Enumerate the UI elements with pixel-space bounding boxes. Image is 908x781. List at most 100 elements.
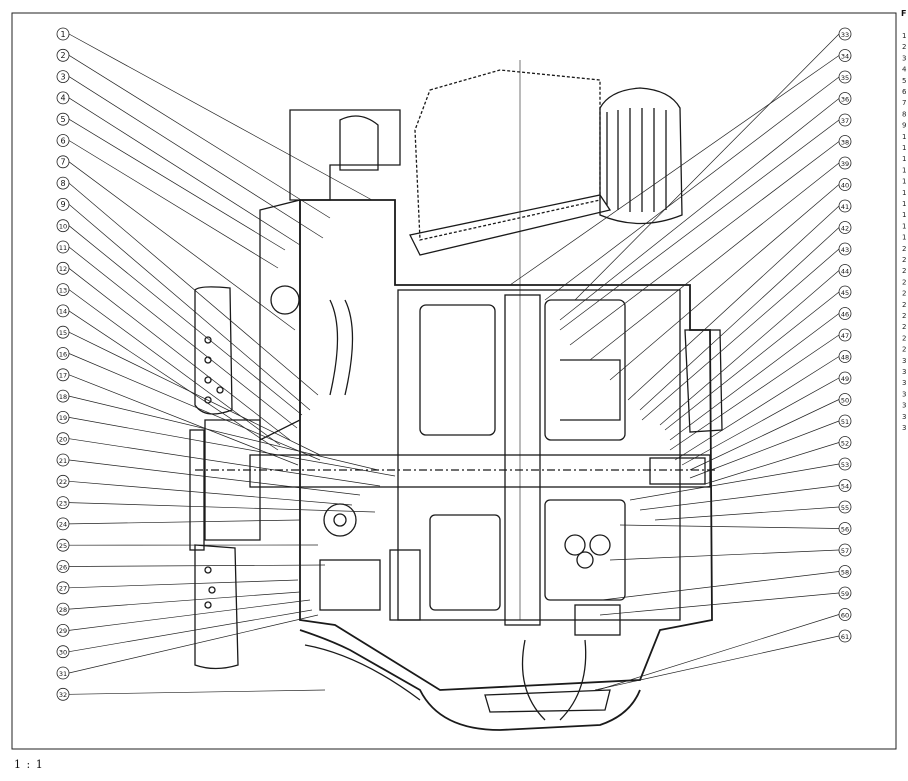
callout-number: 43 — [841, 246, 849, 254]
callout-number: 39 — [841, 160, 849, 168]
leader-line — [620, 525, 839, 529]
callout-number: 41 — [841, 203, 849, 211]
leader-line — [69, 580, 298, 588]
leader-line — [660, 271, 839, 426]
leader-line — [598, 615, 839, 691]
callout-number: 50 — [841, 396, 849, 404]
side-list-item: 2 — [902, 346, 906, 354]
scale-label: 1 : 1 — [14, 758, 44, 771]
flywheel — [190, 430, 204, 550]
leader-line — [690, 400, 839, 471]
leader-line — [69, 610, 312, 652]
side-list-item: 1 — [902, 178, 906, 186]
leader-line — [670, 314, 839, 441]
leader-line — [545, 77, 839, 300]
callout-number: 15 — [59, 329, 67, 337]
side-list-item: 1 — [902, 234, 906, 242]
callout-number: 20 — [59, 436, 67, 444]
callout-number: 9 — [60, 200, 65, 209]
side-list-item: 3 — [902, 413, 906, 421]
callout-number: 54 — [841, 482, 849, 490]
leader-line — [670, 335, 839, 450]
leader-line — [69, 77, 323, 238]
callout-number: 13 — [59, 286, 67, 294]
side-list-item: 1 — [902, 189, 906, 197]
leader-line — [628, 206, 839, 400]
callout-number: 37 — [841, 117, 849, 125]
callout-number: 6 — [60, 136, 65, 145]
callout-number: 34 — [841, 52, 849, 60]
callout-number: 7 — [60, 158, 65, 167]
side-list-item: 2 — [902, 278, 906, 286]
side-list-item: 1 — [902, 211, 906, 219]
leader-line — [69, 268, 290, 440]
side-legend-heading: F — [901, 9, 906, 18]
leader-line — [705, 443, 839, 485]
callout-number: 29 — [59, 627, 67, 635]
leader-line — [69, 226, 302, 415]
callout-number: 11 — [59, 244, 67, 252]
side-list-item: 7 — [902, 99, 906, 107]
side-list-item: 5 — [902, 77, 906, 85]
side-list-item: 2 — [902, 43, 906, 51]
leader-line — [600, 593, 839, 615]
callout-number: 55 — [841, 504, 849, 512]
callout-number: 21 — [59, 457, 67, 465]
leader-line — [69, 141, 278, 269]
side-list-item: 6 — [902, 88, 907, 96]
callout-number: 27 — [59, 585, 67, 593]
oil-strainer — [485, 690, 610, 712]
callout-number: 53 — [841, 461, 849, 469]
leader-line — [69, 592, 300, 609]
callout-number: 24 — [59, 521, 67, 529]
side-list-item: 3 — [902, 54, 906, 62]
leader-line — [69, 520, 300, 524]
side-list-item: 3 — [902, 390, 906, 398]
callout-number: 48 — [841, 353, 849, 361]
callout-number: 40 — [841, 181, 849, 189]
side-list-item: 1 — [902, 155, 906, 163]
callout-number: 10 — [59, 223, 67, 231]
leader-line — [682, 378, 839, 465]
side-list-item: 3 — [902, 424, 906, 432]
leader-line — [69, 34, 372, 200]
callout-number: 59 — [841, 590, 849, 598]
side-list-item: 3 — [902, 357, 906, 365]
callout-number: 42 — [841, 224, 849, 232]
callout-number: 44 — [841, 267, 849, 275]
callout-number: 17 — [59, 372, 67, 380]
side-list-item: 3 — [902, 379, 906, 387]
side-list-item: 3 — [902, 402, 906, 410]
callout-number: 4 — [60, 94, 65, 103]
side-list-item: 2 — [902, 245, 906, 253]
leader-line — [69, 481, 352, 505]
callout-number: 28 — [59, 606, 67, 614]
callout-number: 31 — [59, 670, 67, 678]
leader-line — [575, 34, 839, 300]
air-filter — [600, 88, 682, 224]
callout-number: 58 — [841, 568, 849, 576]
oil-sump — [300, 630, 640, 730]
side-list-item: 8 — [902, 110, 906, 118]
leader-line — [675, 357, 839, 461]
callout-leader-lines — [69, 34, 839, 694]
side-list-item: 1 — [902, 133, 906, 141]
callout-number: 33 — [841, 31, 849, 39]
leader-line — [69, 460, 360, 495]
callout-number: 49 — [841, 375, 849, 383]
leader-line — [69, 503, 375, 512]
crankcase — [300, 200, 712, 690]
callout-number: 2 — [60, 51, 65, 60]
leader-line — [602, 572, 839, 601]
leader-line — [640, 228, 839, 411]
callout-number: 60 — [841, 611, 849, 619]
callout-number: 26 — [59, 563, 67, 571]
callout-number: 56 — [841, 525, 849, 533]
callout-number: 52 — [841, 439, 849, 447]
side-list-item: 1 — [902, 166, 906, 174]
mount-bracket-bottom — [195, 545, 238, 669]
leader-line — [595, 636, 839, 690]
side-list-item: 3 — [902, 368, 906, 376]
